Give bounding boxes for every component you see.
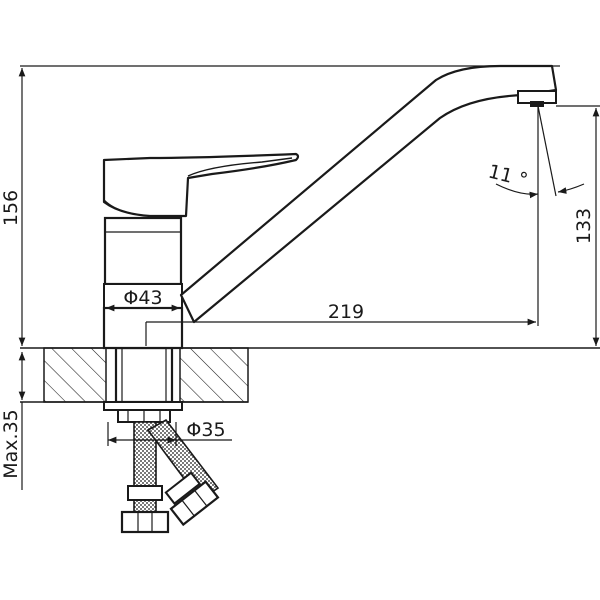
base-diameter-label: Φ43	[123, 287, 162, 309]
dimension-shank-diameter: Φ35	[107, 419, 232, 446]
faucet-body	[102, 216, 184, 350]
supply-hoses	[120, 418, 220, 534]
deck-thickness-label: Max.35	[0, 409, 22, 479]
countertop-section	[20, 347, 600, 403]
total-height-label: 156	[0, 190, 22, 226]
dimension-total-height: 156	[0, 65, 560, 346]
dimension-spout-angle: 11 °	[486, 105, 585, 199]
spout	[179, 64, 558, 324]
shank-diameter-label: Φ35	[186, 419, 225, 441]
dimension-deck-thickness: Max.35	[0, 352, 26, 490]
mounting-nut	[103, 401, 183, 423]
dimension-spout-reach: 219	[145, 106, 539, 346]
mounting-shank	[114, 346, 174, 404]
dimension-base-diameter: Φ43	[106, 287, 180, 312]
spout-angle-label: 11 °	[486, 161, 530, 192]
spout-height-label: 133	[573, 208, 595, 244]
lever-handle	[102, 152, 300, 218]
spout-reach-label: 219	[328, 301, 364, 323]
dimension-spout-height: 133	[556, 105, 600, 346]
